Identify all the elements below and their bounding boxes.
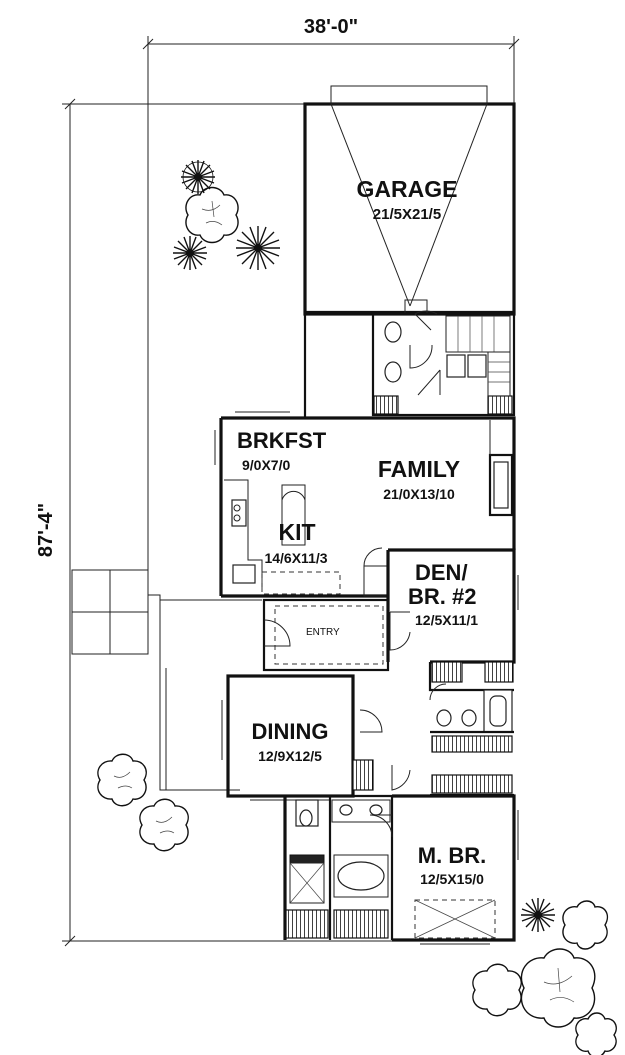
tree-icon: [185, 186, 239, 244]
entry-porch: ENTRY: [71, 569, 390, 791]
main-living-block: BRKFST 9/0X7/0 FAMILY 21/0X13/10 KIT 14/…: [214, 411, 516, 598]
den-size: 12/5X11/1: [415, 612, 478, 628]
den-name-line1: DEN/: [415, 560, 468, 585]
garage: GARAGE 21/5X21/5: [303, 85, 516, 316]
garage-size: 21/5X21/5: [373, 206, 441, 223]
mbr-name: M. BR.: [418, 843, 486, 868]
hall-bath: [391, 661, 514, 797]
shrub-icon: [236, 226, 280, 270]
tree-icon: [575, 1012, 617, 1055]
landscaping: [97, 160, 617, 1055]
den-name-line2: BR. #2: [408, 584, 476, 609]
width-dimension: 38'-0": [142, 16, 520, 110]
tree-icon: [472, 963, 522, 1017]
tree-icon: [97, 753, 147, 807]
depth-dimension: 87'-4": [35, 98, 395, 947]
den-bedroom-2: DEN/ BR. #2 12/5X11/1: [386, 548, 519, 664]
brkfst-size: 9/0X7/0: [242, 457, 290, 473]
width-dimension-label: 38'-0": [304, 16, 358, 38]
master-bedroom: M. BR. 12/5X15/0: [369, 794, 519, 945]
tree-icon: [520, 948, 596, 1028]
garage-name: GARAGE: [357, 176, 458, 202]
family-size: 21/0X13/10: [383, 486, 455, 502]
kit-name: KIT: [278, 519, 315, 545]
mbr-size: 12/5X15/0: [420, 871, 484, 887]
family-name: FAMILY: [378, 456, 460, 482]
tree-icon: [139, 798, 189, 852]
shrub-icon: [181, 160, 215, 194]
shrub-icon: [521, 898, 555, 932]
kit-size: 14/6X11/3: [264, 550, 327, 566]
utility-area: [303, 310, 516, 418]
brkfst-name: BRKFST: [237, 428, 327, 453]
dining-name: DINING: [252, 719, 329, 744]
tree-icon: [562, 900, 609, 950]
dining: DINING 12/9X12/5: [221, 674, 383, 801]
depth-dimension-label: 87'-4": [35, 503, 57, 557]
master-bath: [283, 794, 394, 940]
dining-size: 12/9X12/5: [258, 748, 322, 764]
entry-label: ENTRY: [306, 627, 340, 638]
shrub-icon: [173, 236, 207, 270]
